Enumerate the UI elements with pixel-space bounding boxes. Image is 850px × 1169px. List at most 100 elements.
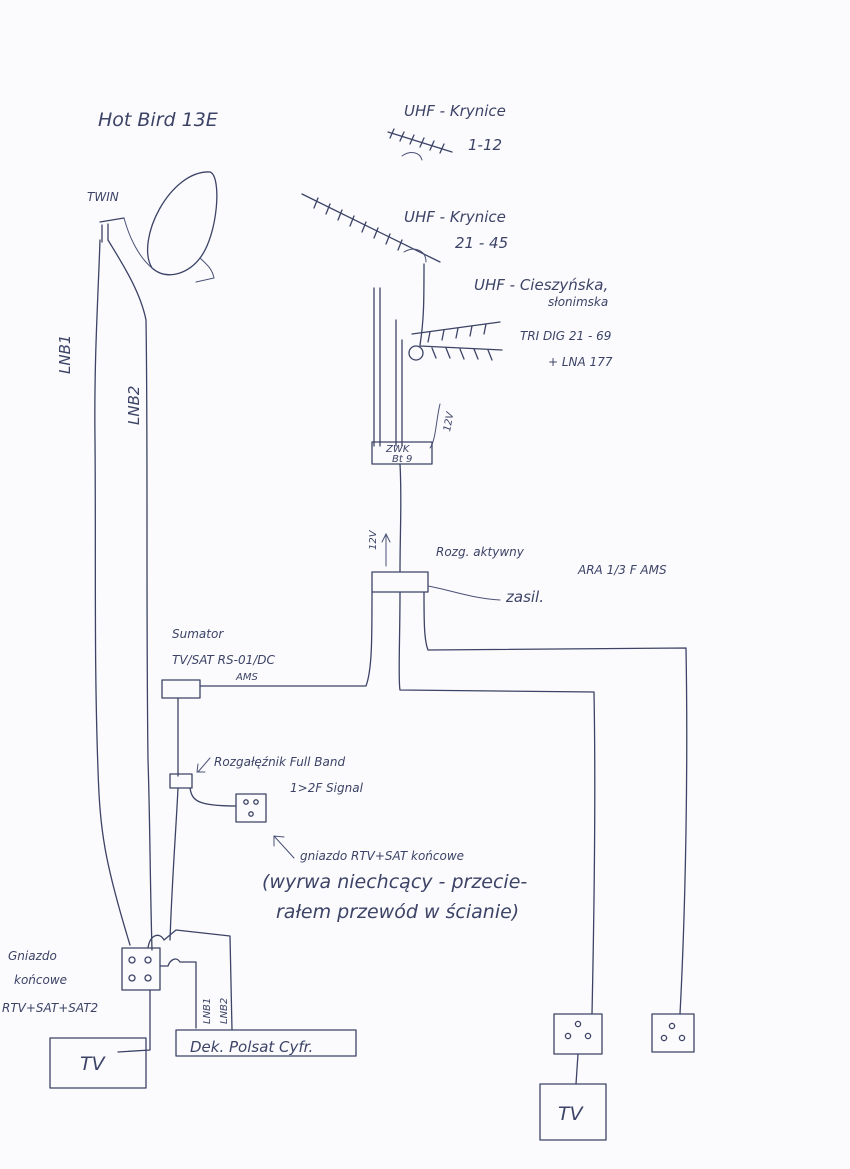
wall-outlet-line1: gniazdo RTV+SAT końcowe — [300, 849, 464, 863]
antenna-cieszynska: UHF - Cieszyńska, słonimska TRI DIG 21 -… — [408, 276, 613, 369]
tridig-antenna — [411, 321, 503, 361]
mast-cables — [373, 263, 425, 447]
active-splitter-label: Rozg. aktywny — [436, 545, 525, 559]
antenna-krynice-1: UHF - Krynice 1-12 — [387, 102, 506, 161]
cable-outlet-tv2 — [575, 1053, 579, 1085]
cable-outlet-tv1 — [117, 989, 151, 1053]
tv-1-label: TV — [80, 1053, 107, 1075]
outlet-socket-icon — [660, 1034, 668, 1042]
cable-splitter-tv2 — [398, 591, 596, 1015]
combiner-line1: ZWK — [385, 444, 411, 455]
active-splitter-model: ARA 1/3 F AMS — [577, 563, 667, 577]
tv-1-box — [49, 1037, 147, 1089]
combiner-power-note: 12V — [442, 410, 456, 432]
outlet-socket-icon — [668, 1022, 676, 1030]
summator-line2: TV/SAT RS-01/DC — [172, 653, 276, 667]
cable-lnb2-label: LNB2 — [125, 386, 143, 425]
cable-lnb2 — [107, 239, 153, 951]
full-band-arrow-icon — [196, 757, 211, 773]
tv-set-2: TV — [539, 1083, 607, 1141]
antenna-2-channels: 21 - 45 — [455, 234, 508, 252]
dish-reflector — [147, 171, 218, 276]
twin-lnb-label: TWIN — [87, 190, 119, 204]
lnb-arm — [123, 217, 153, 269]
cable-fullband-terminal — [169, 787, 179, 941]
terminal-outlet: Gniazdo końcowe RTV+SAT+SAT2 — [2, 947, 161, 1015]
cable-combiner-splitter — [399, 463, 402, 573]
outlet-socket-icon — [253, 799, 259, 805]
cable-splitter-summator — [199, 591, 373, 687]
decoder-cable-lnb2-label: LNB2 — [219, 998, 230, 1024]
wall-outlet-line2: (wyrwa niechcący - przecie- — [262, 871, 527, 893]
supply-cable — [427, 585, 501, 601]
antenna-1-label: UHF - Krynice — [404, 102, 506, 120]
outlet-socket-icon — [574, 1020, 582, 1028]
combiner-line2: Bt 9 — [392, 454, 412, 465]
tv-set-1: TV — [49, 1037, 147, 1089]
cable-fullband-walloutlet — [189, 787, 237, 807]
outlet-socket-icon — [144, 974, 152, 982]
outlet-socket-icon — [128, 974, 136, 982]
summator: Sumator TV/SAT RS-01/DC AMS — [161, 627, 276, 699]
summator-line1: Sumator — [172, 627, 224, 641]
terminal-outlet-line3: RTV+SAT+SAT2 — [2, 1001, 98, 1015]
satellite-title: Hot Bird 13E — [98, 109, 218, 131]
antenna-3-label: UHF - Cieszyńska, — [474, 276, 608, 294]
cable-splitter-outlet3 — [423, 591, 688, 1015]
outlet-tv2-box — [553, 1013, 603, 1055]
full-band-splitter: Rozgałęźnik Full Band 1>2F Signal — [169, 755, 364, 795]
antenna-1-channels: 1-12 — [468, 136, 502, 154]
active-splitter-box — [371, 571, 429, 593]
tv-2-label: TV — [558, 1103, 585, 1125]
active-splitter: Rozg. aktywny ARA 1/3 F AMS zasil. 12V — [368, 529, 667, 606]
wall-outlet-box — [235, 793, 267, 823]
wall-outlet-rtv-sat: gniazdo RTV+SAT końcowe (wyrwa niechcący… — [235, 793, 527, 923]
outlet-socket-icon — [128, 956, 136, 964]
full-band-line2: 1>2F Signal — [290, 781, 364, 795]
cable-lnb1 — [94, 239, 131, 946]
combiner-box — [371, 441, 433, 465]
combiner-zwk: ZWK Bt 9 — [371, 441, 433, 465]
terminal-outlet-line1: Gniazdo — [8, 949, 57, 963]
cable-outlet-decoder-lnb1 — [159, 958, 197, 1029]
antenna-2-dipole — [403, 248, 427, 263]
terminal-outlet-line2: końcowe — [14, 973, 67, 987]
outlet-socket-icon — [243, 799, 249, 805]
combiner-power-cable — [429, 403, 441, 449]
outlet-socket-icon — [584, 1032, 592, 1040]
wall-outlet-line3: rałem przewód w ścianie) — [276, 901, 519, 923]
cable-lnb1-label: LNB1 — [56, 335, 74, 374]
wall-outlet-arrow-icon — [273, 835, 295, 859]
summator-box — [161, 679, 201, 699]
antenna-3-model: TRI DIG 21 - 69 — [520, 329, 611, 343]
outlet-socket-icon — [564, 1032, 572, 1040]
terminal-outlet-box — [121, 947, 161, 991]
power-arrow-icon — [381, 532, 391, 567]
antenna-2-label: UHF - Krynice — [404, 208, 506, 226]
antenna-3-label2: słonimska — [548, 295, 608, 309]
outlet-3-box — [651, 1013, 695, 1053]
decoder-label: Dek. Polsat Cyfr. — [190, 1038, 313, 1056]
power-arrow-label: 12V — [368, 529, 379, 550]
outlet-socket-icon — [144, 956, 152, 964]
decoder-cable-lnb1-label: LNB1 — [202, 998, 213, 1024]
outlet-3 — [651, 1013, 695, 1053]
summator-line3: AMS — [235, 672, 258, 683]
dish-mount — [195, 257, 215, 283]
full-band-line1: Rozgałęźnik Full Band — [214, 755, 345, 769]
antenna-1-dipole — [401, 152, 423, 161]
full-band-splitter-box — [169, 773, 193, 789]
decoder-polsat: Dek. Polsat Cyfr. — [175, 1029, 357, 1057]
active-splitter-supply: zasil. — [505, 588, 544, 606]
antenna-3-amplifier: + LNA 177 — [548, 355, 613, 369]
satellite-dish: Hot Bird 13E TWIN — [87, 109, 218, 283]
outlet-socket-icon — [678, 1034, 686, 1042]
lna-amplifier — [408, 345, 424, 361]
yagi-antenna-2 — [301, 193, 441, 263]
twin-lnb-head — [99, 217, 125, 243]
decoder-box — [175, 1029, 357, 1057]
cable-outlet-decoder-lnb2 — [147, 929, 233, 1031]
outlet-socket-icon — [248, 811, 254, 817]
